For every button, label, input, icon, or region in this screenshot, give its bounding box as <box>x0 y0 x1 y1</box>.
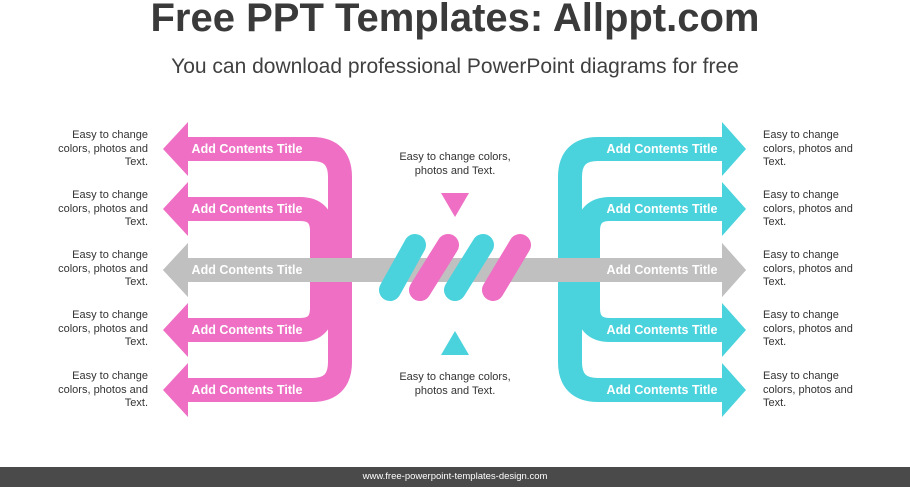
footer-bar: www.free-powerpoint-templates-design.com <box>0 467 910 487</box>
cyan-triangle-marker <box>441 331 469 355</box>
page-subtitle: You can download professional PowerPoint… <box>171 55 739 78</box>
cyan-arrowheads <box>722 122 746 417</box>
left-arrow-label-4: Add Contents Title <box>191 323 303 337</box>
left-description-2: Easy to change colors, photos and Text. <box>58 189 148 228</box>
pink-triangle-marker <box>441 193 469 217</box>
left-arrow-label-3: Add Contents Title <box>191 263 303 277</box>
right-arrow-label-4: Add Contents Title <box>606 323 718 337</box>
twisted-rope <box>379 234 531 301</box>
left-arrow-label-5: Add Contents Title <box>191 383 303 397</box>
right-description-5: Easy to change colors, photos and Text. <box>763 370 853 409</box>
left-description-1: Easy to change colors, photos and Text. <box>58 129 148 168</box>
right-arrow-label-5: Add Contents Title <box>606 383 718 397</box>
left-description-3: Easy to change colors, photos and Text. <box>58 249 148 288</box>
center-bottom-description: Easy to change colors, photos and Text. <box>399 371 511 397</box>
page-title: Free PPT Templates: Allppt.com <box>150 0 760 40</box>
right-arrow-label-3: Add Contents Title <box>606 263 718 277</box>
right-description-3: Easy to change colors, photos and Text. <box>763 249 853 288</box>
left-description-4: Easy to change colors, photos and Text. <box>58 309 148 348</box>
right-description-4: Easy to change colors, photos and Text. <box>763 309 853 348</box>
right-description-2: Easy to change colors, photos and Text. <box>763 189 853 228</box>
center-top-description: Easy to change colors, photos and Text. <box>399 151 511 177</box>
right-arrow-label-2: Add Contents Title <box>606 202 718 216</box>
left-description-5: Easy to change colors, photos and Text. <box>58 370 148 409</box>
left-arrow-label-1: Add Contents Title <box>191 142 303 156</box>
right-description-1: Easy to change colors, photos and Text. <box>763 129 853 168</box>
pink-arrowheads <box>163 122 188 417</box>
right-arrow-label-1: Add Contents Title <box>606 142 718 156</box>
footer-url-link[interactable]: www.free-powerpoint-templates-design.com <box>362 471 548 482</box>
left-arrow-label-2: Add Contents Title <box>191 202 303 216</box>
